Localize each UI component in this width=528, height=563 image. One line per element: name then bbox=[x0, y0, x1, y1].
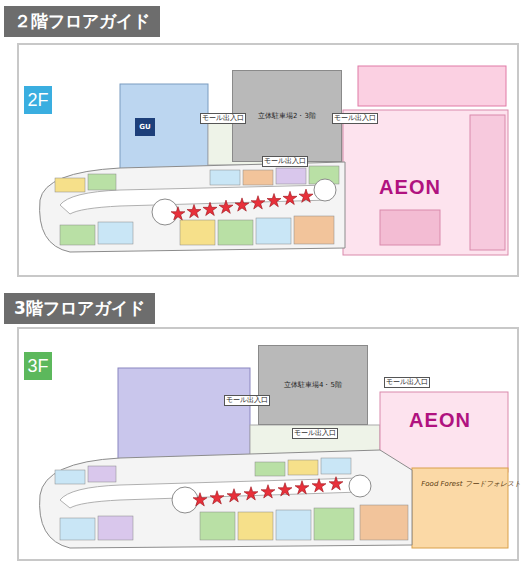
star-marker bbox=[187, 204, 201, 217]
store-blocks bbox=[55, 166, 339, 245]
node-text: GU bbox=[139, 123, 150, 131]
star-marker bbox=[251, 196, 265, 209]
entrance-label: モール出入口 bbox=[200, 113, 246, 124]
node-text: 立体駐車場4・5階 bbox=[284, 380, 342, 390]
star-marker bbox=[329, 477, 343, 490]
star-marker bbox=[299, 189, 313, 202]
star-marker bbox=[283, 191, 297, 204]
anchor-logo: AEON bbox=[400, 405, 480, 435]
entrance-label: モール出入口 bbox=[332, 113, 378, 124]
map-panel bbox=[18, 44, 518, 276]
atrium bbox=[349, 475, 371, 497]
food-court-name: Food Forest フードフォレスト bbox=[418, 474, 524, 494]
store-blocks bbox=[55, 458, 408, 540]
star-marker bbox=[219, 200, 233, 213]
star-marker bbox=[210, 491, 224, 504]
node-text: AEON bbox=[409, 409, 471, 432]
info-panel bbox=[358, 66, 506, 106]
aeon-area bbox=[380, 392, 508, 472]
star-marker bbox=[244, 487, 258, 500]
star-marker bbox=[312, 479, 326, 492]
parking-block: 立体駐車場4・5階 bbox=[258, 345, 368, 425]
anchor-logo: AEON bbox=[365, 172, 455, 202]
star-marker bbox=[261, 485, 275, 498]
atrium bbox=[172, 487, 198, 513]
floor-badge: 2F bbox=[24, 86, 52, 114]
aeon-area bbox=[343, 110, 508, 255]
star-marker bbox=[278, 483, 292, 496]
node-text: ２階フロアガイド bbox=[14, 10, 150, 33]
star-marker bbox=[267, 193, 281, 206]
star-marker bbox=[171, 207, 185, 220]
parking-block: 立体駐車場2・3階 bbox=[232, 70, 342, 162]
entrance-label: モール出入口 bbox=[224, 395, 270, 406]
node-text: 2F bbox=[27, 90, 48, 111]
star-marker bbox=[227, 489, 241, 502]
star-marker bbox=[203, 202, 217, 215]
entrance-label: モール出入口 bbox=[384, 377, 430, 388]
star-marker bbox=[295, 481, 309, 494]
node-text: AEON bbox=[379, 176, 441, 199]
mall-outline bbox=[40, 162, 345, 252]
entrance-label: モール出入口 bbox=[292, 428, 338, 439]
star-marker bbox=[193, 493, 207, 506]
star-marker bbox=[235, 198, 249, 211]
node-text: Food Forest フードフォレスト bbox=[421, 479, 520, 489]
floor-title: 3階フロアガイド bbox=[4, 293, 155, 324]
floor-title: ２階フロアガイド bbox=[4, 6, 160, 37]
store-logo: GU bbox=[135, 118, 155, 136]
map-panel bbox=[18, 328, 518, 560]
floor-badge: 3F bbox=[24, 352, 52, 380]
atrium bbox=[314, 179, 336, 201]
corridor bbox=[60, 478, 360, 508]
entrance-label: モール出入口 bbox=[262, 156, 308, 167]
store-block bbox=[470, 115, 505, 250]
store-block bbox=[380, 210, 440, 245]
mall-outline bbox=[40, 450, 412, 548]
node-text: 立体駐車場2・3階 bbox=[258, 111, 316, 121]
node-text: 3F bbox=[27, 356, 48, 377]
node-text: 3階フロアガイド bbox=[14, 297, 145, 320]
